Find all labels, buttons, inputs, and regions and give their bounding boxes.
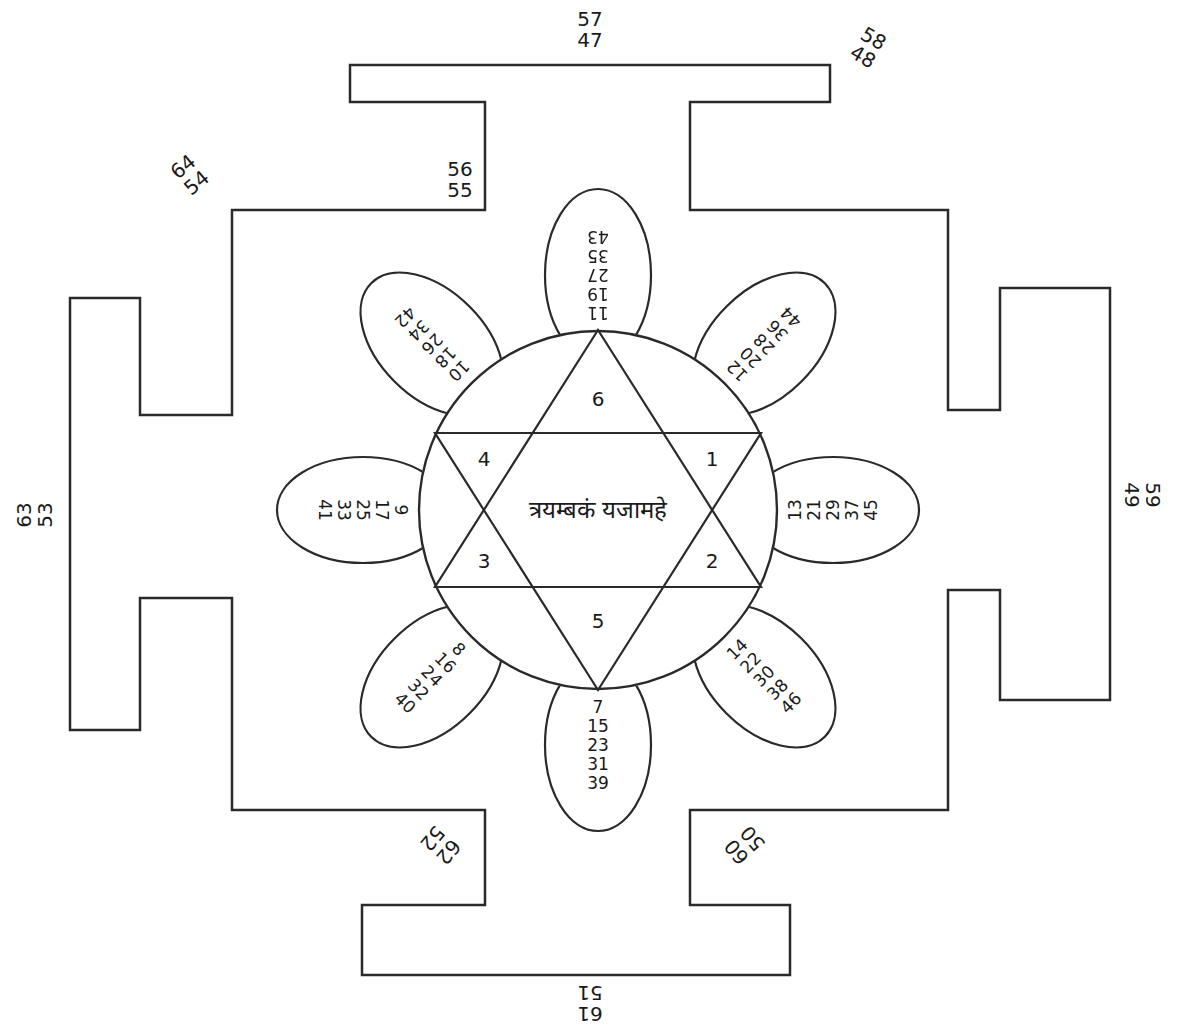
bhupura-number: 64 54: [166, 150, 214, 200]
triangle-number: 2: [706, 551, 719, 572]
lotus-petal: 13 21 29 37 45: [745, 455, 921, 565]
petal-numbers: 8 16 24 32 40: [388, 632, 476, 720]
bhupura-number: 57 47: [576, 9, 604, 51]
downward-triangle: [435, 433, 761, 690]
petal-numbers: 12 20 28 36 44: [720, 300, 808, 388]
petal-ellipse: [334, 578, 531, 775]
petal-numbers: 7 15 23 31 39: [583, 698, 613, 793]
circle-line: [419, 331, 777, 689]
petal-ellipse: [666, 578, 863, 775]
bhupura-number: 62 52: [415, 821, 465, 869]
central-circle: त्रयम्बकं यजामहे: [418, 330, 778, 690]
petal-ellipse: [666, 246, 863, 443]
petal-numbers: 10 18 26 34 42: [388, 300, 476, 388]
bhupura-outline: [70, 65, 1110, 975]
bhupura-number: 61 51: [576, 982, 604, 1024]
lotus-petal: 14 22 30 38 46: [663, 575, 865, 777]
petal-numbers: 9 17 25 33 41: [316, 495, 411, 525]
lotus-petal: 12 20 28 36 44: [663, 243, 865, 445]
lotus-petal: 8 16 24 32 40: [331, 575, 533, 777]
bhupura-number: 63 53: [14, 501, 56, 529]
petal-numbers: 14 22 30 38 46: [720, 632, 808, 720]
bhupura-number: 58 48: [845, 23, 890, 73]
mantra-text: त्रयम्बकं यजामहे: [528, 495, 668, 525]
lotus-petal: 10 18 26 34 42: [331, 243, 533, 445]
upward-triangle: [435, 330, 761, 587]
petal-ellipse: [334, 246, 531, 443]
bhupura-number: 59 49: [1121, 481, 1163, 509]
lotus-petal: 7 15 23 31 39: [543, 657, 653, 833]
bhupura-number: 60 50: [720, 821, 770, 869]
triangle-number: 4: [478, 449, 491, 470]
petal-numbers: 11 19 27 35 43: [583, 228, 613, 323]
triangle-number: 3: [478, 551, 491, 572]
triangle-number: 6: [592, 389, 605, 410]
petal-numbers: 13 21 29 37 45: [786, 495, 881, 525]
bhupura-number: 56 55: [446, 159, 474, 201]
triangle-number: 1: [706, 449, 719, 470]
lotus-petal: 9 17 25 33 41: [275, 455, 451, 565]
lotus-petal: 11 19 27 35 43: [543, 187, 653, 363]
triangle-number: 5: [592, 611, 605, 632]
